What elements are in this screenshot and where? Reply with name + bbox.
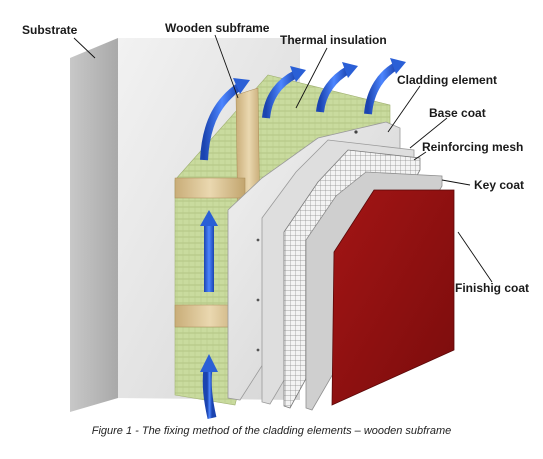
label-base-coat: Base coat	[429, 106, 486, 120]
airflow-arrow-icon	[200, 210, 218, 292]
label-wooden-subframe: Wooden subframe	[165, 21, 270, 35]
airflow-arrow-icon	[262, 66, 306, 119]
label-key-coat: Key coat	[474, 178, 524, 192]
airflow-arrow-icon	[364, 58, 406, 115]
label-substrate: Substrate	[22, 23, 78, 37]
leader-lines	[73, 34, 493, 283]
airflow-arrow-icon	[200, 78, 250, 161]
finishing-coat-layer	[331, 189, 455, 406]
label-cladding-element: Cladding element	[397, 73, 497, 87]
airflow-arrows	[200, 58, 406, 419]
airflow-arrow-icon	[200, 354, 218, 419]
airflow-arrow-icon	[316, 62, 358, 113]
label-finishing-coat: Finishig coat	[455, 281, 529, 295]
label-reinforcing-mesh: Reinforcing mesh	[422, 140, 523, 154]
label-thermal-insulation: Thermal insulation	[280, 33, 387, 47]
figure-caption: Figure 1 - The fixing method of the clad…	[91, 425, 452, 437]
